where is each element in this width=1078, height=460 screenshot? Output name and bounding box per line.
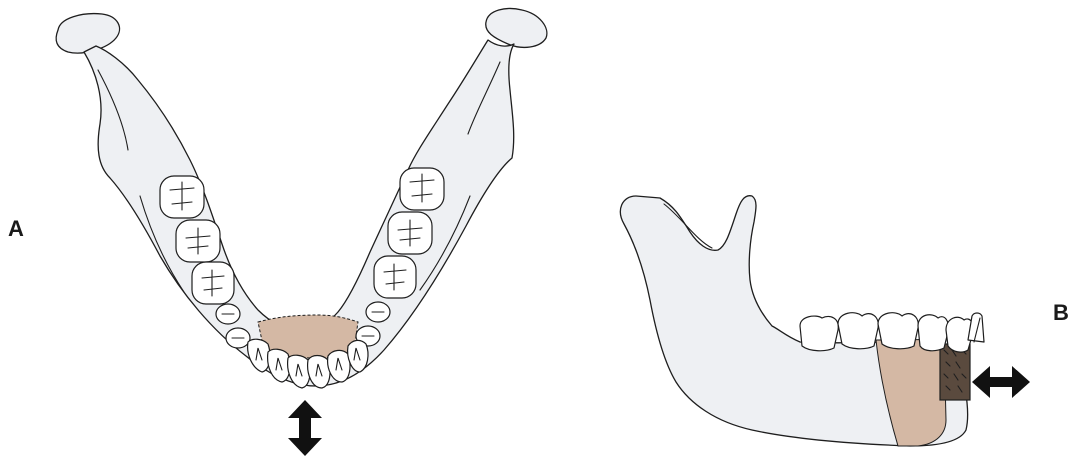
- vertical-double-arrow: [288, 400, 322, 456]
- lateral-incisor: [968, 313, 984, 342]
- left-canine: [248, 339, 270, 372]
- lateral-molar-1: [878, 313, 918, 349]
- left-central-incisor: [288, 355, 310, 388]
- lateral-premolar-2: [918, 315, 948, 351]
- left-molar-3: [192, 262, 234, 304]
- lateral-molar-2: [838, 313, 878, 349]
- left-condyle: [56, 14, 119, 53]
- horizontal-double-arrow: [972, 366, 1030, 398]
- lateral-teeth: [800, 313, 984, 352]
- right-condyle: [486, 9, 547, 48]
- right-molar-3: [374, 256, 416, 298]
- lateral-molar-3: [800, 316, 838, 351]
- panel-b-mandible-lateral: [620, 196, 1030, 446]
- left-lateral-incisor: [268, 349, 290, 382]
- cancellous-bone-segment: [940, 344, 970, 400]
- panel-a-mandible-occlusal: [56, 9, 547, 457]
